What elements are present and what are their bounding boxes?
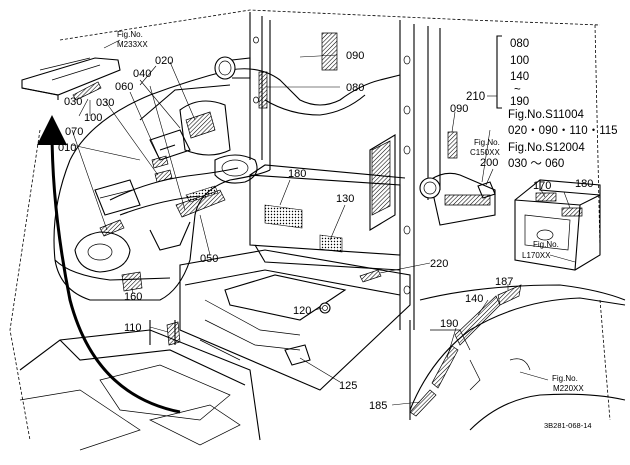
label-070: 070 bbox=[65, 126, 83, 138]
catalog-item-tilde: ~ bbox=[514, 84, 521, 96]
decal-020 bbox=[185, 111, 216, 139]
fig-ref-c150-line1: Fig.No. bbox=[474, 138, 500, 147]
label-010: 010 bbox=[58, 142, 76, 154]
label-100: 100 bbox=[84, 112, 102, 124]
label-125: 125 bbox=[339, 380, 357, 392]
catalog-fig2-items: 030 ～ 060 bbox=[508, 158, 564, 170]
decal-030 bbox=[154, 169, 173, 183]
fig-ref-l170-line1: Fig.No. bbox=[533, 240, 559, 249]
label-130: 130 bbox=[336, 193, 354, 205]
label-120: 120 bbox=[293, 305, 311, 317]
fig-ref-m233-line2: M233XX bbox=[117, 40, 148, 49]
label-090-top: 090 bbox=[346, 50, 364, 62]
catalog-item-080: 080 bbox=[510, 38, 529, 50]
plate-130 bbox=[319, 234, 343, 253]
catalog-reference: 080 100 140 ~ 190 210 Fig.No.S11004 020・… bbox=[466, 35, 618, 170]
decal-080 bbox=[258, 71, 268, 109]
label-187: 187 bbox=[495, 276, 513, 288]
cab-frame bbox=[9, 9, 626, 451]
label-150: 160 bbox=[124, 291, 142, 303]
catalog-bracket bbox=[496, 35, 502, 109]
label-090-right: 090 bbox=[450, 103, 468, 115]
figure-references: Fig.No. M233XX Fig.No. C150XX Fig.No. L1… bbox=[117, 30, 584, 393]
label-180: 180 bbox=[575, 178, 593, 190]
fig-ref-c150-line2: C150XX bbox=[470, 148, 500, 157]
label-170: 180 bbox=[288, 168, 306, 180]
decal-220 bbox=[359, 269, 382, 283]
callouts: 030 100 020 040 060 030 070 010 090 080 … bbox=[58, 50, 593, 412]
decal-060 bbox=[151, 155, 169, 169]
label-050: 050 bbox=[200, 253, 218, 265]
fig-ref-m233-line1: Fig.No. bbox=[117, 30, 143, 39]
catalog-fig2: Fig.No.S12004 bbox=[508, 142, 585, 154]
catalog-fig1-items: 020・090・110・115 bbox=[508, 125, 618, 137]
catalog-item-100: 100 bbox=[510, 55, 529, 67]
catalog-ref-210: 210 bbox=[466, 91, 485, 103]
label-030: 030 bbox=[96, 97, 114, 109]
catalog-item-140: 140 bbox=[510, 71, 529, 83]
fig-ref-m220-line2: M220XX bbox=[553, 384, 584, 393]
decal-150 bbox=[121, 271, 143, 292]
decal-190 bbox=[431, 345, 459, 389]
decal-090-right bbox=[447, 131, 458, 159]
decal-110 bbox=[166, 321, 181, 346]
fig-ref-l170-line2: L170XX bbox=[522, 251, 551, 260]
decal-160 bbox=[535, 192, 557, 202]
catalog-fig1: Fig.No.S11004 bbox=[508, 109, 584, 121]
label-190: 190 bbox=[440, 318, 458, 330]
label-200: 200 bbox=[480, 157, 498, 169]
decal-130-box bbox=[371, 140, 391, 216]
label-140: 140 bbox=[465, 293, 483, 305]
fig-ref-m220-line1: Fig.No. bbox=[552, 374, 578, 383]
decal-185 bbox=[409, 389, 437, 417]
flow-arrow bbox=[37, 115, 181, 414]
plate-040 bbox=[185, 185, 219, 203]
plate-170 bbox=[264, 204, 303, 229]
label-110: 110 bbox=[124, 322, 142, 334]
label-185: 185 bbox=[369, 400, 387, 412]
decal-100 bbox=[72, 81, 102, 101]
label-060: 060 bbox=[115, 81, 133, 93]
drawing-number: 3B281-068-14 bbox=[544, 421, 592, 430]
label-160: 170 bbox=[533, 180, 551, 192]
label-080: 080 bbox=[346, 82, 364, 94]
decal-187 bbox=[497, 284, 522, 306]
label-040: 040 bbox=[133, 68, 151, 80]
label-020: 020 bbox=[155, 55, 173, 67]
decal-070 bbox=[99, 219, 125, 237]
decal-090-top bbox=[321, 32, 338, 71]
decal-180 bbox=[561, 207, 583, 217]
leader-lines bbox=[71, 39, 576, 406]
catalog-item-190: 190 bbox=[510, 96, 529, 108]
decal-parts bbox=[72, 32, 583, 417]
label-220: 220 bbox=[430, 258, 448, 270]
label-030-left: 030 bbox=[64, 96, 82, 108]
